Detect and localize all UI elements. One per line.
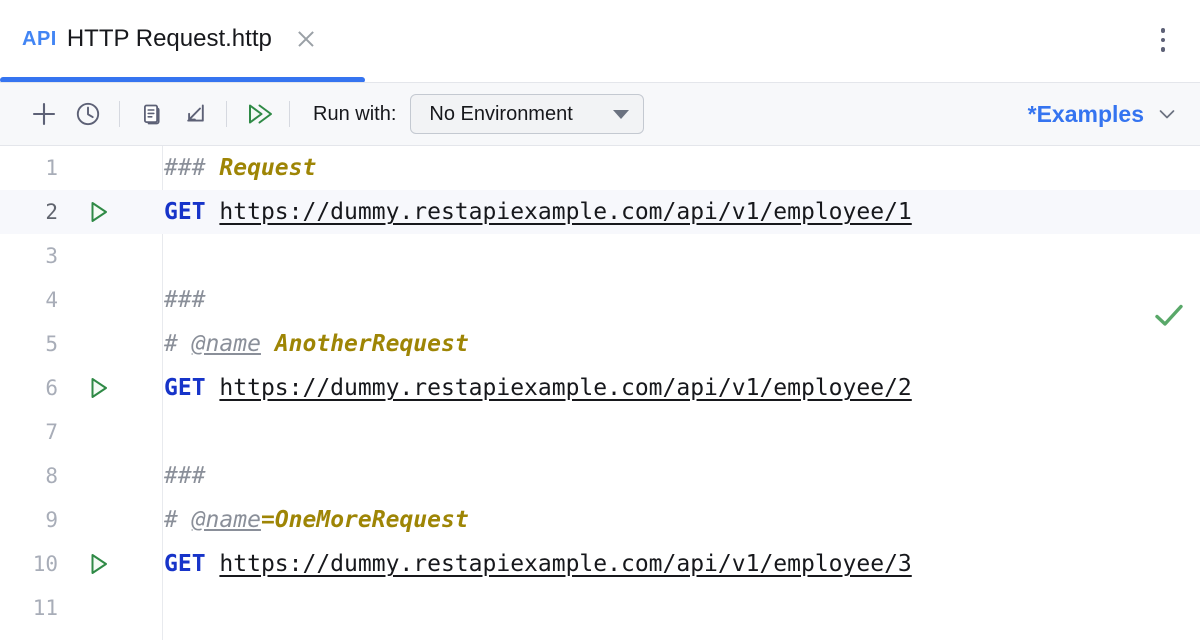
- token-url[interactable]: https://dummy.restapiexample.com/api/v1/…: [219, 551, 912, 577]
- tab-http-request-file[interactable]: API HTTP Request.http: [0, 0, 338, 78]
- code-text: GET https://dummy.restapiexample.com/api…: [162, 199, 912, 225]
- line-number: 9: [45, 508, 58, 532]
- token-name: @name: [191, 507, 261, 533]
- code-text: GET https://dummy.restapiexample.com/api…: [162, 551, 912, 577]
- examples-dropdown[interactable]: *Examples: [1028, 83, 1178, 145]
- editor-line-7[interactable]: 7: [0, 410, 1200, 454]
- line-number: 2: [45, 200, 58, 224]
- code-text: ###: [162, 287, 206, 313]
- editor-line-3[interactable]: 3: [0, 234, 1200, 278]
- token-value: =: [260, 507, 275, 533]
- tab-bar-divider: [0, 82, 1200, 83]
- token-plain: [206, 551, 220, 577]
- line-number: 8: [45, 464, 58, 488]
- token-comment: ###: [164, 463, 206, 489]
- code-text: ###: [162, 463, 206, 489]
- editor-line-1[interactable]: 1 ### Request: [0, 146, 1200, 190]
- toolbar-separator: [119, 101, 120, 127]
- add-request-button[interactable]: [22, 92, 66, 136]
- http-client-toolbar: Run with: No Environment *Examples: [0, 83, 1200, 146]
- code-text: ### Request: [162, 155, 316, 181]
- line-number: 11: [32, 596, 58, 620]
- line-number: 7: [45, 420, 58, 444]
- line-number: 6: [45, 376, 58, 400]
- close-icon[interactable]: [294, 27, 318, 51]
- editor-line-11[interactable]: 11: [0, 586, 1200, 630]
- token-url[interactable]: https://dummy.restapiexample.com/api/v1/…: [219, 199, 912, 225]
- editor-line-9[interactable]: 9 # @name=OneMoreRequest: [0, 498, 1200, 542]
- token-comment: ###: [164, 287, 206, 313]
- code-text: GET https://dummy.restapiexample.com/api…: [162, 375, 912, 401]
- toolbar-separator: [226, 101, 227, 127]
- environment-select[interactable]: No Environment: [410, 94, 645, 134]
- documents-icon: [144, 104, 160, 125]
- editor-line-10[interactable]: 10 GET https://dummy.restapiexample.com/a…: [0, 542, 1200, 586]
- more-vertical-icon[interactable]: [1148, 20, 1178, 60]
- code-text: # @name AnotherRequest: [162, 331, 469, 357]
- token-plain: [206, 199, 220, 225]
- run-request-gutter-button[interactable]: [72, 549, 162, 579]
- token-value: Request: [219, 155, 317, 181]
- play-triangle-icon: [91, 554, 107, 574]
- token-plain: [206, 375, 220, 401]
- line-number: 4: [45, 288, 58, 312]
- line-number: 5: [45, 332, 58, 356]
- history-button[interactable]: [66, 92, 110, 136]
- active-tab-indicator: [0, 77, 365, 83]
- token-comment: #: [164, 507, 192, 533]
- code-text: # @name=OneMoreRequest: [162, 507, 469, 533]
- check-icon[interactable]: [1152, 298, 1186, 332]
- token-method: GET: [164, 199, 206, 225]
- token-comment: #: [164, 331, 192, 357]
- editor-line-2[interactable]: 2 GET https://dummy.restapiexample.com/ap…: [0, 190, 1200, 234]
- token-url[interactable]: https://dummy.restapiexample.com/api/v1/…: [219, 375, 912, 401]
- plus-icon: [32, 102, 56, 126]
- environment-select-value: No Environment: [429, 102, 573, 125]
- line-number: 1: [45, 156, 58, 180]
- token-name: @name: [191, 331, 261, 357]
- editor-line-4[interactable]: 4 ###: [0, 278, 1200, 322]
- token-value: OneMoreRequest: [274, 507, 469, 533]
- open-in-editor-button[interactable]: [129, 92, 173, 136]
- api-file-type-badge: API: [22, 27, 57, 50]
- play-triangle-icon: [91, 202, 107, 222]
- double-play-icon: [249, 104, 272, 124]
- run-all-button[interactable]: [236, 92, 280, 136]
- token-method: GET: [164, 551, 206, 577]
- editor-line-6[interactable]: 6 GET https://dummy.restapiexample.com/ap…: [0, 366, 1200, 410]
- import-button[interactable]: [173, 92, 217, 136]
- chevron-down-icon: [1159, 110, 1175, 119]
- run-request-gutter-button[interactable]: [72, 197, 162, 227]
- token-comment: ###: [164, 155, 220, 181]
- token-value: AnotherRequest: [274, 331, 469, 357]
- token-method: GET: [164, 375, 206, 401]
- editor-line-5[interactable]: 5 # @name AnotherRequest: [0, 322, 1200, 366]
- toolbar-separator: [289, 101, 290, 127]
- import-arrow-icon: [187, 104, 204, 122]
- clock-icon: [76, 102, 100, 126]
- run-with-label: Run with:: [313, 102, 397, 125]
- gutter-divider: [162, 146, 163, 640]
- caret-down-icon: [613, 109, 630, 119]
- run-request-gutter-button[interactable]: [72, 373, 162, 403]
- examples-label: *Examples: [1027, 100, 1144, 127]
- token-comment: [261, 331, 275, 357]
- line-number: 10: [32, 552, 58, 576]
- tab-title: HTTP Request.http: [66, 25, 272, 52]
- tab-bar: API HTTP Request.http: [0, 0, 1200, 83]
- line-number: 3: [45, 244, 58, 268]
- editor-line-8[interactable]: 8 ###: [0, 454, 1200, 498]
- play-triangle-icon: [91, 378, 107, 398]
